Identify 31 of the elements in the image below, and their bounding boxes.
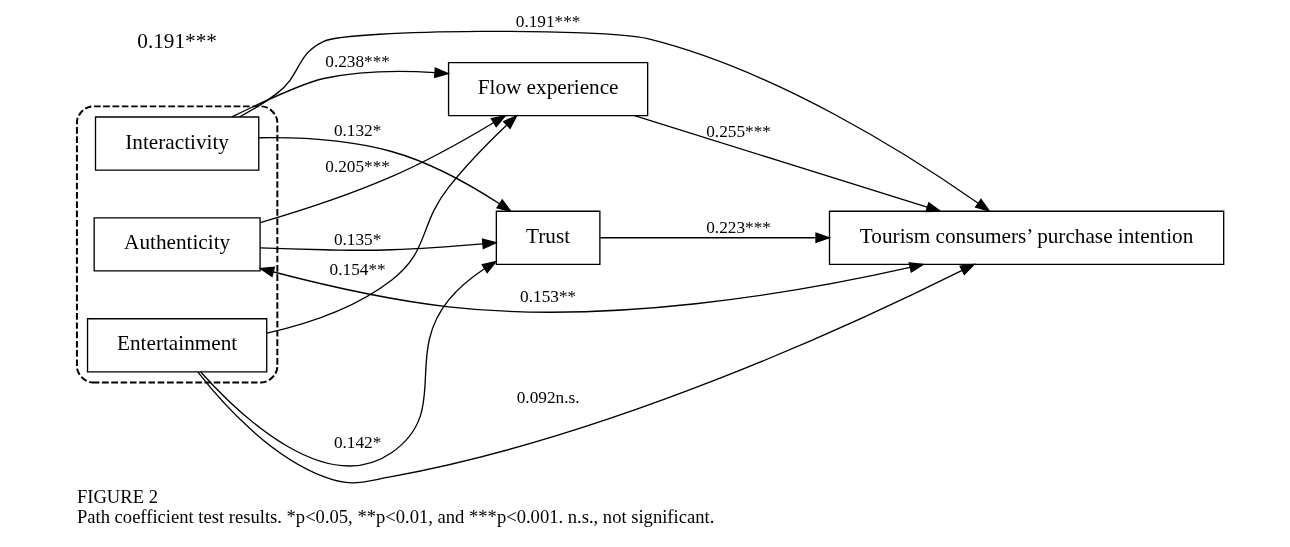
caption: Path coefficient test results. *p<0.05, **p<0.01, and ***p<0.001. n.s., not significant. — [76, 506, 715, 528]
arrow — [231, 67, 451, 118]
arrow — [599, 232, 832, 244]
arrow — [266, 114, 519, 334]
edge-label: 0.092n.s. — [516, 387, 580, 407]
node-box: Entertainment — [86, 318, 268, 373]
edge-label: 0.132* — [333, 121, 382, 141]
edge-label: 0.191*** — [515, 12, 581, 32]
arrow — [258, 262, 926, 313]
edge-label: 0.135* — [333, 229, 382, 249]
arrow — [259, 238, 499, 252]
arrow — [633, 115, 943, 213]
node-box: Flow experience — [447, 61, 649, 117]
arrow — [239, 30, 991, 213]
arrow — [200, 260, 498, 467]
edge-label: 0.205*** — [325, 156, 390, 176]
node-box: Authenticity — [93, 217, 261, 272]
edge-label: 0.238*** — [325, 52, 390, 72]
edge-label: 0.154** — [329, 260, 386, 280]
node-box: Interactivity — [94, 116, 260, 171]
edge-label: 0.153** — [520, 287, 577, 307]
node-box: Tourism consumers’ purchase intention — [828, 210, 1225, 265]
arrow — [259, 114, 507, 224]
edge-label: 0.223*** — [706, 218, 771, 237]
arrow — [197, 263, 976, 484]
edge-label: 0.142* — [333, 433, 382, 453]
node-box: Trust — [495, 210, 601, 265]
label: 0.191*** — [137, 28, 217, 53]
diagram-title: FIGURE 2 — [76, 486, 158, 508]
edge-label: 0.255*** — [706, 122, 771, 142]
arrow — [258, 137, 513, 213]
